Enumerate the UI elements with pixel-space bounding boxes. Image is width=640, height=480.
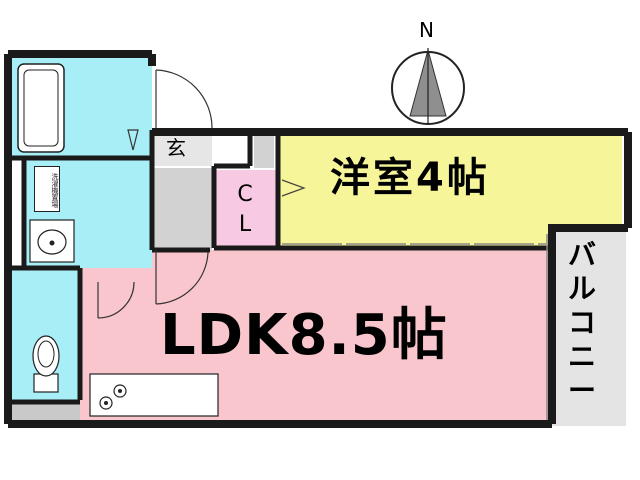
basin-bowl bbox=[37, 229, 67, 255]
closet-label: C L bbox=[230, 180, 260, 240]
balcony-char-4: ニ bbox=[567, 340, 596, 373]
balcony bbox=[552, 228, 626, 426]
toilet-tank bbox=[33, 373, 59, 393]
washer-space-label: 洗濯機置場 bbox=[34, 166, 60, 212]
entrance-step bbox=[152, 136, 212, 166]
entrance-floor bbox=[152, 168, 212, 250]
bathtub-inner bbox=[23, 69, 59, 147]
kitchen-counter bbox=[89, 373, 219, 417]
closet bbox=[216, 170, 278, 246]
interior-walls bbox=[12, 130, 550, 405]
closet-opening-arrow bbox=[281, 179, 306, 197]
basin-drain bbox=[49, 240, 55, 246]
walls bbox=[4, 50, 632, 428]
closet-label-c: C bbox=[237, 182, 253, 207]
western-room-label: 洋室4帖 bbox=[330, 155, 490, 201]
toilet-floor-strip bbox=[12, 400, 80, 420]
balcony-label: バ ル コ ニ ー bbox=[562, 238, 602, 408]
stove-burner-2-center bbox=[118, 389, 122, 393]
entrance-label: 玄 bbox=[166, 136, 186, 160]
stove-burner-1 bbox=[99, 396, 113, 410]
north-label: N bbox=[419, 18, 434, 42]
balcony-char-5: ー bbox=[567, 374, 596, 407]
pillar bbox=[254, 136, 274, 168]
balcony-char-3: コ bbox=[567, 306, 596, 339]
ldk-label: LDK8.5帖 bbox=[160, 303, 448, 368]
toilet-bowl bbox=[32, 335, 60, 377]
balcony-char-2: ル bbox=[567, 272, 596, 305]
toilet-seat bbox=[37, 340, 55, 368]
balcony-char-1: バ bbox=[567, 238, 596, 271]
door-swings bbox=[97, 69, 213, 319]
stove-burner-2 bbox=[113, 384, 127, 398]
closet-label-l: L bbox=[238, 212, 252, 237]
bathtub bbox=[17, 63, 65, 153]
stove-burner-1-center bbox=[104, 401, 108, 405]
